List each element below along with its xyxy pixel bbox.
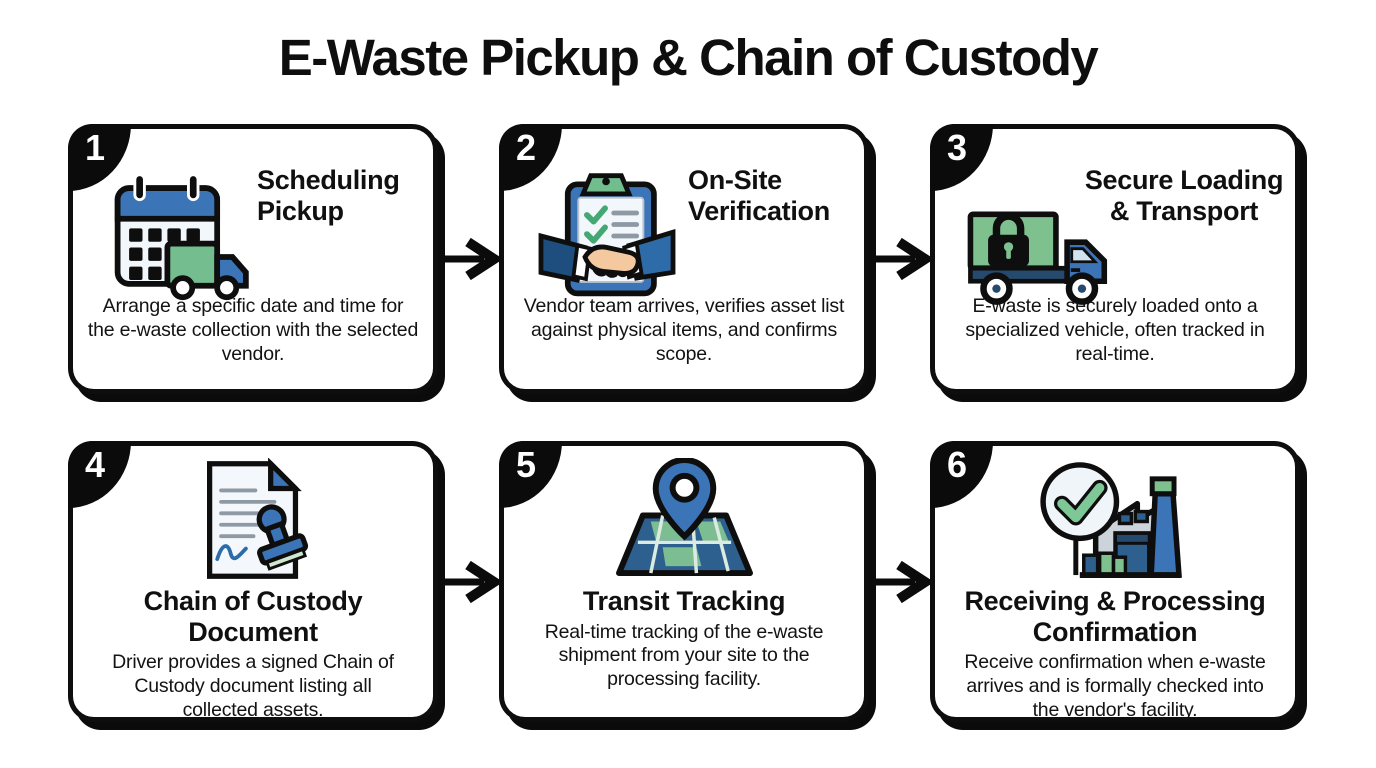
steps-grid: 1 [68, 124, 1308, 722]
secure-truck-icon [963, 191, 1121, 325]
step-description: E-waste is securely loaded onto a specia… [965, 295, 1265, 366]
step-card-2: 2 [499, 124, 869, 394]
step-number: 3 [947, 127, 968, 168]
step-number: 6 [947, 444, 968, 485]
step-description: Vendor team arrives, verifies asset list… [523, 295, 845, 366]
steps-row-1: 1 [68, 124, 1308, 394]
card-head: Scheduling Pickup [73, 129, 433, 301]
step-title: Scheduling Pickup [257, 165, 400, 226]
step-title: Transit Tracking [582, 586, 786, 616]
step-description: Receive confirmation when e-waste arrive… [964, 651, 1266, 721]
factory-check-icon [1033, 458, 1198, 582]
step-number-badge: 5 [499, 441, 562, 508]
step-description: Real-time tracking of the e-waste shipme… [544, 620, 824, 691]
step-card-1: 1 [68, 124, 438, 394]
right-arrow-icon [869, 124, 930, 394]
step-number: 4 [85, 444, 106, 485]
step-card-3: 3 [930, 124, 1300, 394]
step-description: Arrange a specific date and time for the… [87, 295, 419, 366]
step-number: 1 [85, 127, 106, 168]
step-number: 5 [516, 444, 537, 485]
step-card-4: 4 [68, 441, 438, 722]
step-number-badge: 6 [930, 441, 993, 508]
step-title: Secure Loading & Transport [1084, 165, 1284, 226]
right-arrow-icon [438, 124, 499, 394]
clipboard-handshake-icon [532, 169, 682, 303]
calendar-truck-icon [101, 169, 251, 303]
map-pin-icon [602, 457, 767, 582]
step-number-badge: 1 [68, 124, 131, 191]
page-title: E-Waste Pickup & Chain of Custody [278, 29, 1099, 86]
step-description: Driver provides a signed Chain of Custod… [112, 651, 394, 721]
step-title: Chain of Custody Document [143, 586, 363, 647]
card-head: Secure Loading & Transport [935, 129, 1295, 305]
steps-row-2: 4 [68, 441, 1308, 722]
step-number: 2 [516, 127, 537, 168]
step-card-5: 5 [499, 441, 869, 722]
step-number-badge: 4 [68, 441, 131, 508]
step-title: On-Site Verification [688, 165, 830, 226]
step-title: Receiving & Processing Confirmation [964, 586, 1266, 647]
right-arrow-icon [869, 441, 930, 722]
document-stamp-icon [171, 457, 336, 582]
card-head: On-Site Verification [504, 129, 864, 297]
right-arrow-icon [438, 441, 499, 722]
step-card-6: 6 [930, 441, 1300, 722]
